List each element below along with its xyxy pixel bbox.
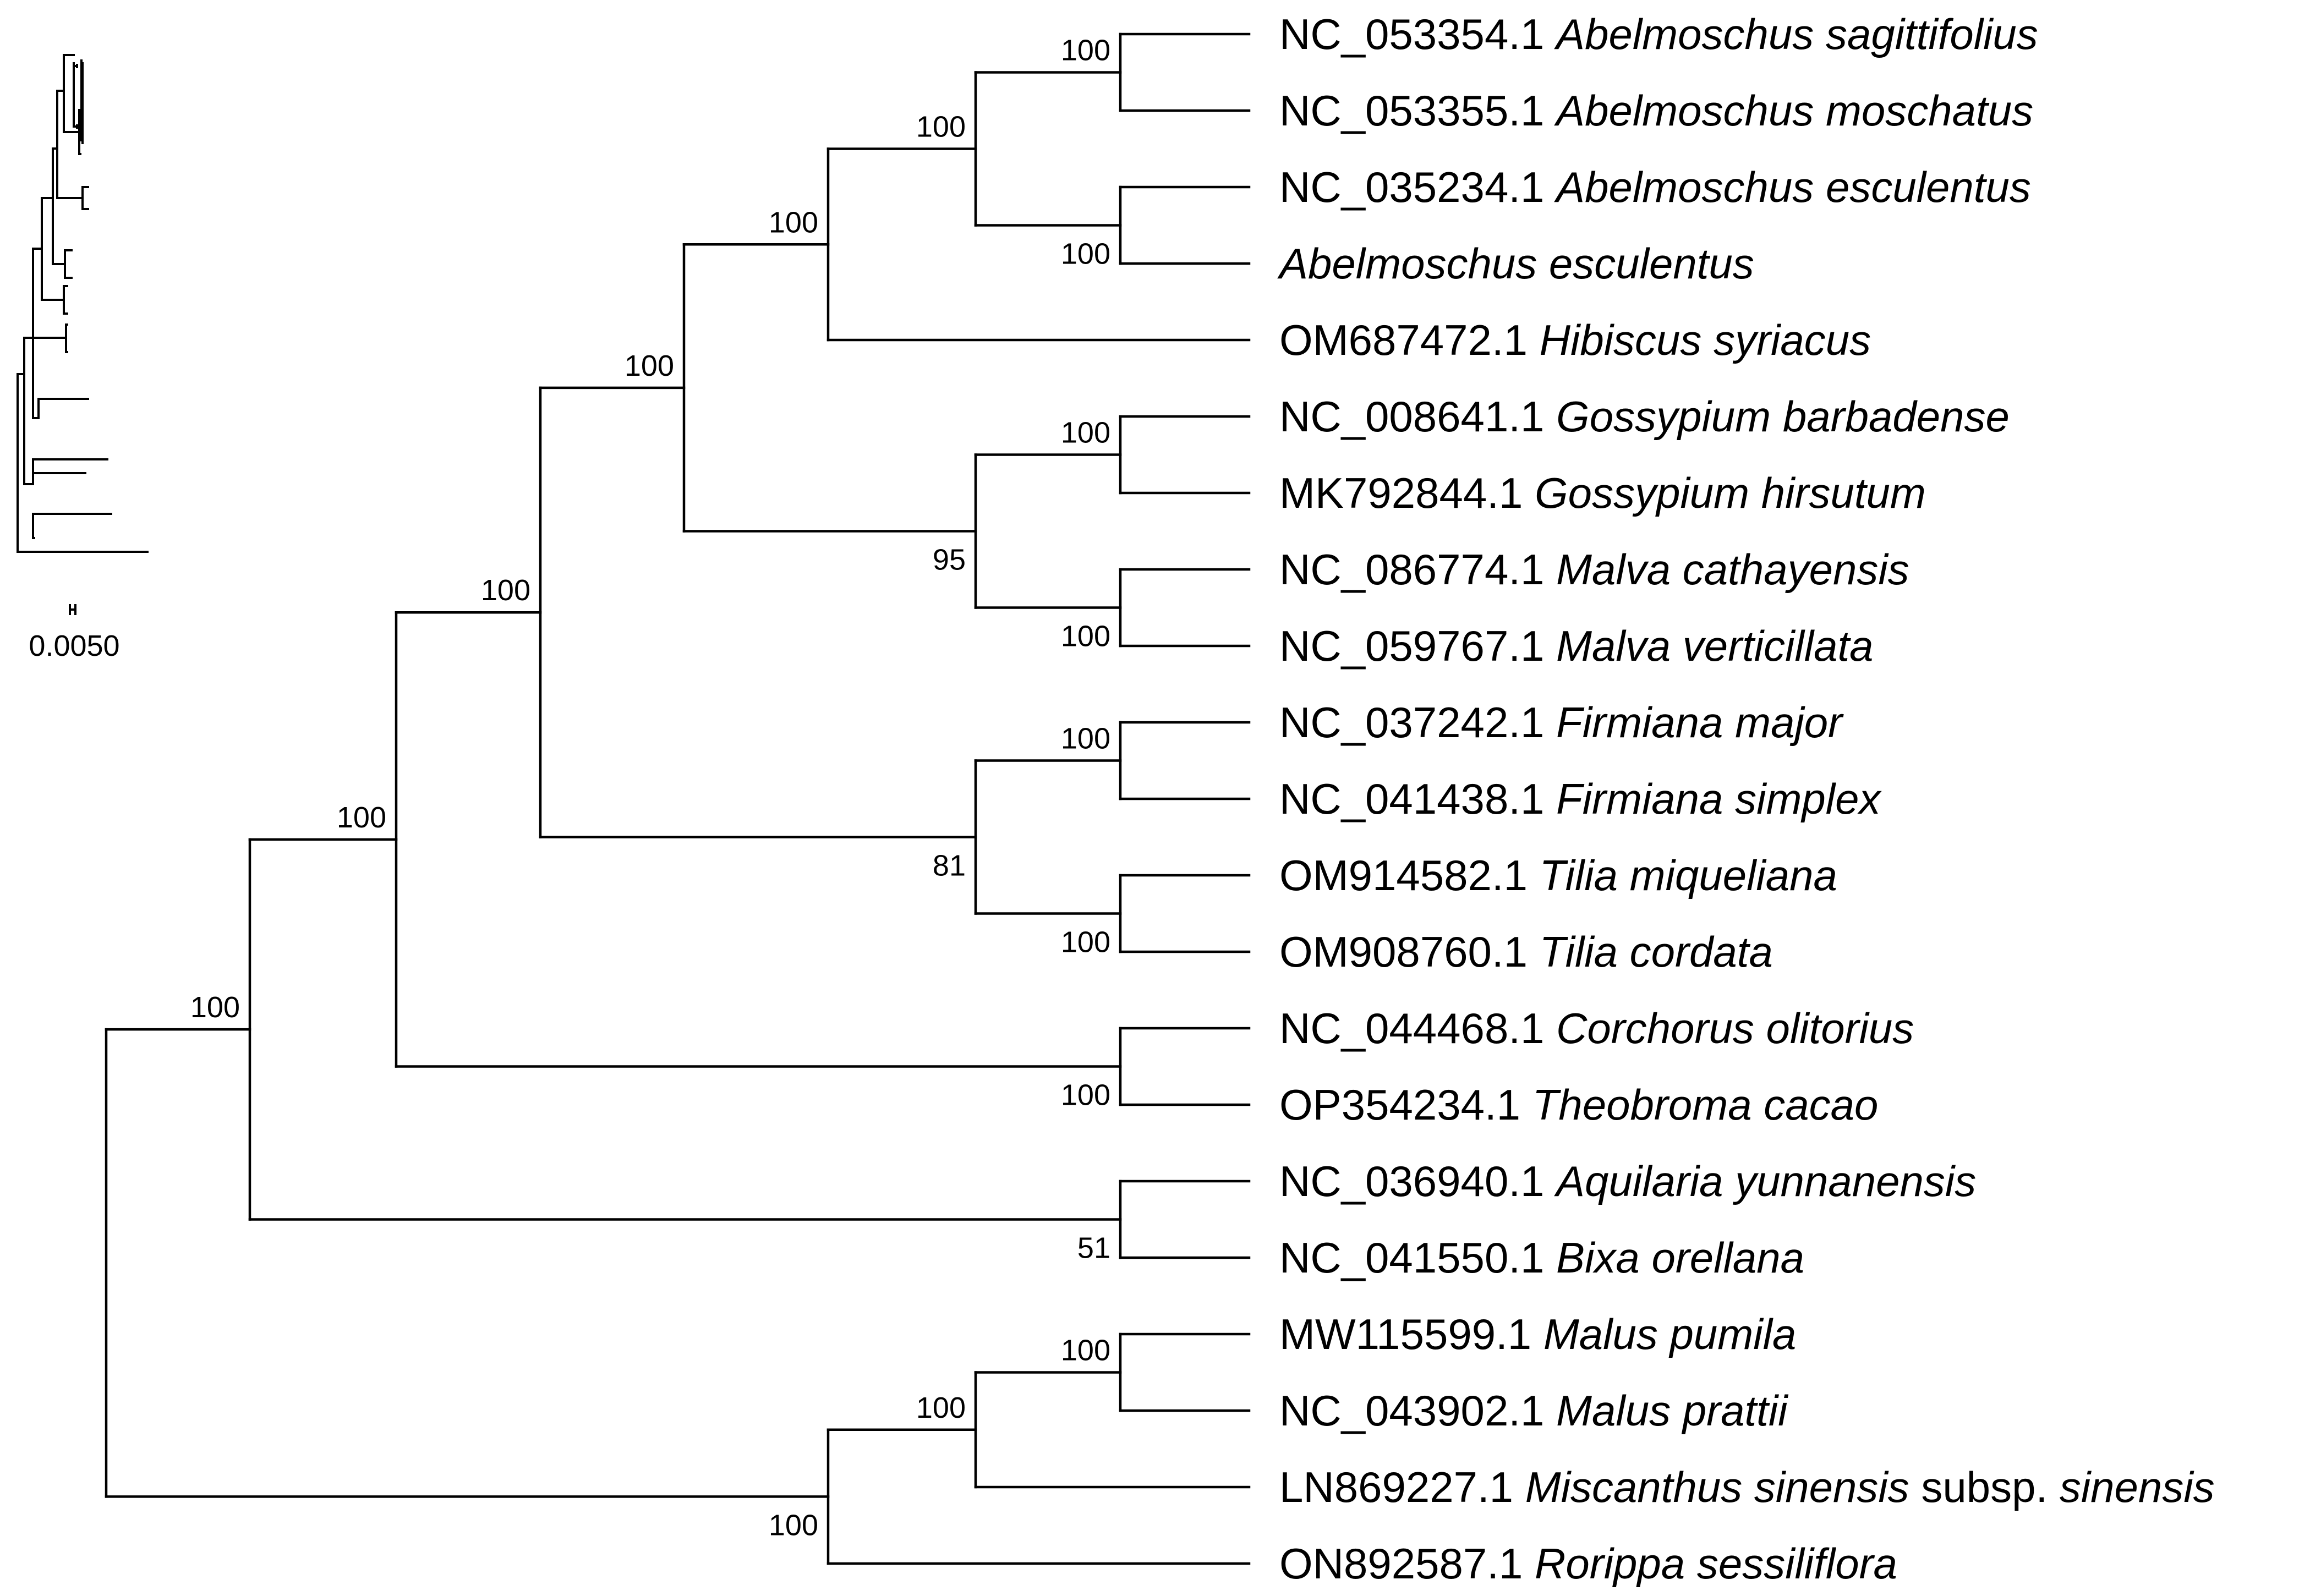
leaf-species: Tilia miqueliana <box>1540 851 1837 900</box>
support-value-n-firm-tilia: 81 <box>933 849 966 882</box>
scale-bar-label: 0.0050 <box>29 629 119 662</box>
leaf-species: Gossypium barbadense <box>1556 392 2010 441</box>
leaf-species: Firmiana major <box>1556 698 1844 747</box>
leaf-species: Corchorus olitorius <box>1556 1004 1914 1052</box>
leaf-species: Abelmoschus esculentus <box>1277 239 1754 288</box>
leaf-label: OM687472.1 Hibiscus syriacus <box>1279 316 1871 364</box>
support-value-n-malva: 100 <box>1061 620 1110 653</box>
support-value-n-goss-malva: 95 <box>933 544 966 577</box>
leaf-accession: NC_037242.1 <box>1279 698 1556 747</box>
support-value-n-corch: 100 <box>1061 1079 1110 1112</box>
leaf-species: Hibiscus syriacus <box>1540 316 1871 364</box>
leaf-accession: NC_036940.1 <box>1279 1157 1556 1205</box>
leaf-accession: NC_044468.1 <box>1279 1004 1556 1052</box>
scale-bar: 0.0050 <box>29 604 120 662</box>
leaf-label: NC_043902.1 Malus prattii <box>1279 1386 1789 1435</box>
leaf-accession: LN869227.1 <box>1279 1463 1525 1511</box>
leaf-species: Gossypium hirsutum <box>1535 469 1926 517</box>
leaf-label: NC_059767.1 Malva verticillata <box>1279 622 1874 670</box>
leaf-species: Abelmoschus sagittifolius <box>1554 10 2038 58</box>
leaf-label: NC_008641.1 Gossypium barbadense <box>1279 392 2010 441</box>
leaf-label: NC_037242.1 Firmiana major <box>1279 698 1844 747</box>
support-value-n-malvales: 100 <box>190 991 240 1024</box>
leaf-accession: NC_035234.1 <box>1279 163 1556 211</box>
leaf-accession: OM908760.1 <box>1279 928 1540 976</box>
leaf-accession: NC_059767.1 <box>1279 622 1556 670</box>
leaf-species: Malus pumila <box>1543 1310 1797 1358</box>
leaf-species: Theobroma cacao <box>1532 1081 1879 1129</box>
leaf-accession: MK792844.1 <box>1279 469 1535 517</box>
leaf-accession: NC_086774.1 <box>1279 545 1556 594</box>
leaf-species: Aquilaria yunnanensis <box>1554 1157 1976 1205</box>
support-value-n-firm: 100 <box>1061 722 1110 755</box>
support-value-n-outgroup: 100 <box>769 1509 818 1542</box>
support-value-n-aq-bixa: 51 <box>1077 1232 1110 1265</box>
support-value-n-core: 100 <box>481 574 530 607</box>
support-value-n-escu: 100 <box>1061 238 1110 271</box>
leaf-label: MK792844.1 Gossypium hirsutum <box>1279 469 1926 517</box>
support-value-n-goss: 100 <box>1061 416 1110 449</box>
leaf-species: Malva cathayensis <box>1556 545 1909 594</box>
support-values: 100 100 100 100 100 100 95 100 100 100 81 100 100 100… <box>190 34 1110 1542</box>
leaf-species: Abelmoschus moschatus <box>1554 86 2033 135</box>
support-value-n-malvaceae: 100 <box>337 801 386 834</box>
leaf-accession: NC_043902.1 <box>1279 1386 1556 1435</box>
leaf-accession: NC_053354.1 <box>1279 10 1556 58</box>
leaf-accession: NC_008641.1 <box>1279 392 1556 441</box>
leaf-species: Rorippa sessiliflora <box>1535 1539 1897 1588</box>
leaf-accession: NC_053355.1 <box>1279 86 1556 135</box>
leaf-label: NC_041550.1 Bixa orellana <box>1279 1233 1804 1282</box>
leaf-label: NC_053355.1 Abelmoschus moschatus <box>1279 86 2033 135</box>
leaf-species: Firmiana simplex <box>1556 775 1882 823</box>
leaf-labels: NC_053354.1 Abelmoschus sagittifoliusNC_… <box>1277 10 2215 1588</box>
leaf-label: MW115599.1 Malus pumila <box>1279 1310 1796 1358</box>
branch-length-inset-tree <box>17 54 149 553</box>
leaf-label: NC_086774.1 Malva cathayensis <box>1279 545 1909 594</box>
leaf-label: NC_053354.1 Abelmoschus sagittifolius <box>1279 10 2038 58</box>
leaf-infraspecific-name: sinensis <box>2060 1463 2215 1511</box>
leaf-label: ON892587.1 Rorippa sessiliflora <box>1279 1539 1897 1588</box>
leaf-species: Tilia cordata <box>1540 928 1773 976</box>
leaf-label: OM908760.1 Tilia cordata <box>1279 928 1773 976</box>
tree-branches <box>105 32 1251 1565</box>
leaf-label: NC_044468.1 Corchorus olitorius <box>1279 1004 1914 1052</box>
leaf-accession: OP354234.1 <box>1279 1081 1532 1129</box>
support-value-n-abel-hib: 100 <box>769 206 818 239</box>
leaf-accession: MW115599.1 <box>1279 1310 1543 1358</box>
leaf-label: Abelmoschus esculentus <box>1277 239 1754 288</box>
leaf-accession: OM914582.1 <box>1279 851 1540 900</box>
leaf-label: NC_035234.1 Abelmoschus esculentus <box>1279 163 2031 211</box>
support-value-n-tilia: 100 <box>1061 926 1110 959</box>
support-value-n-sag-mos: 100 <box>1061 34 1110 67</box>
leaf-label: OM914582.1 Tilia miqueliana <box>1279 851 1837 900</box>
support-value-n-malus-misc: 100 <box>916 1391 966 1424</box>
leaf-species: Malva verticillata <box>1556 622 1874 670</box>
support-value-n-abel: 100 <box>916 111 966 144</box>
leaf-accession: OM687472.1 <box>1279 316 1540 364</box>
leaf-species: Miscanthus sinensis <box>1525 1463 1909 1511</box>
leaf-species: Abelmoschus esculentus <box>1554 163 2031 211</box>
support-value-n-malvoideae: 100 <box>625 349 674 382</box>
leaf-label: NC_041438.1 Firmiana simplex <box>1279 775 1882 823</box>
leaf-species: Bixa orellana <box>1556 1233 1804 1282</box>
leaf-rank: subsp. <box>1909 1463 2060 1511</box>
leaf-accession: NC_041550.1 <box>1279 1233 1556 1282</box>
leaf-label: NC_036940.1 Aquilaria yunnanensis <box>1279 1157 1976 1205</box>
leaf-label: LN869227.1 Miscanthus sinensis subsp. si… <box>1279 1463 2215 1511</box>
leaf-accession: NC_041438.1 <box>1279 775 1556 823</box>
support-value-n-malus: 100 <box>1061 1334 1110 1367</box>
leaf-label: OP354234.1 Theobroma cacao <box>1279 1081 1878 1129</box>
leaf-species: Malus prattii <box>1556 1386 1789 1435</box>
leaf-accession: ON892587.1 <box>1279 1539 1535 1588</box>
